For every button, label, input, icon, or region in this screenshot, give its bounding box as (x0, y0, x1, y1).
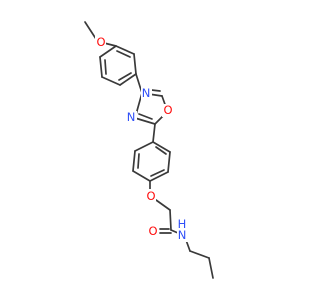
ring2-bond (134, 141, 154, 152)
bond-layer (84, 21, 214, 279)
ring2-bond (132, 170, 151, 182)
atom-methoxy-o: O (95, 35, 106, 49)
molecule-canvas: O N O N O O N (84, 21, 214, 279)
atom-label: O (146, 189, 155, 203)
structure-diagram: O N O N O O N (84, 21, 214, 279)
atom-ether-o: O (145, 189, 156, 203)
ring2-double (155, 146, 167, 155)
atom-label-layer: O N O N O O N (95, 35, 188, 242)
atom-amide-h: H (177, 217, 188, 231)
ring1-bond (101, 76, 121, 86)
atom-label: N (142, 86, 151, 100)
atom-label: O (148, 224, 157, 238)
ring2-double (137, 153, 140, 169)
ring1-bond (115, 45, 135, 55)
oxadiazole-bond (134, 117, 156, 125)
atom-carbonyl-o: O (148, 224, 159, 238)
ring2-bond (132, 150, 136, 172)
atom-label: N (178, 228, 187, 242)
bond-propyl (208, 257, 214, 279)
atom-amide-n: N (177, 228, 188, 242)
ring1-bond (99, 56, 103, 78)
ring1-double (104, 59, 107, 75)
oxadiazole-double (138, 113, 153, 120)
ring1-double (116, 50, 131, 58)
bond-ch2-carbonyl (169, 209, 172, 231)
atom-label: N (127, 110, 136, 124)
ring2-bond (167, 151, 171, 173)
atom-label: H (178, 217, 187, 231)
atom-label: O (163, 103, 172, 117)
ring1-bond (133, 53, 137, 75)
bond-ether-o-ch2 (155, 199, 171, 211)
atom-oxadiazole-n-left: N (126, 110, 137, 124)
ring1-double (118, 72, 132, 81)
bond-oxadiazole-ring2 (152, 123, 156, 143)
ring2-double (150, 169, 165, 177)
atom-label: O (96, 35, 105, 49)
bond-carbonyl-n (170, 229, 179, 234)
atom-oxadiazole-n-top: N (141, 86, 152, 100)
bond-propyl (189, 250, 210, 259)
ring2-bond (149, 171, 169, 182)
ring1-bond (119, 73, 137, 86)
ring2-bond (152, 141, 171, 153)
ring1-bond (99, 45, 117, 58)
atom-oxadiazole-o: O (162, 103, 173, 117)
